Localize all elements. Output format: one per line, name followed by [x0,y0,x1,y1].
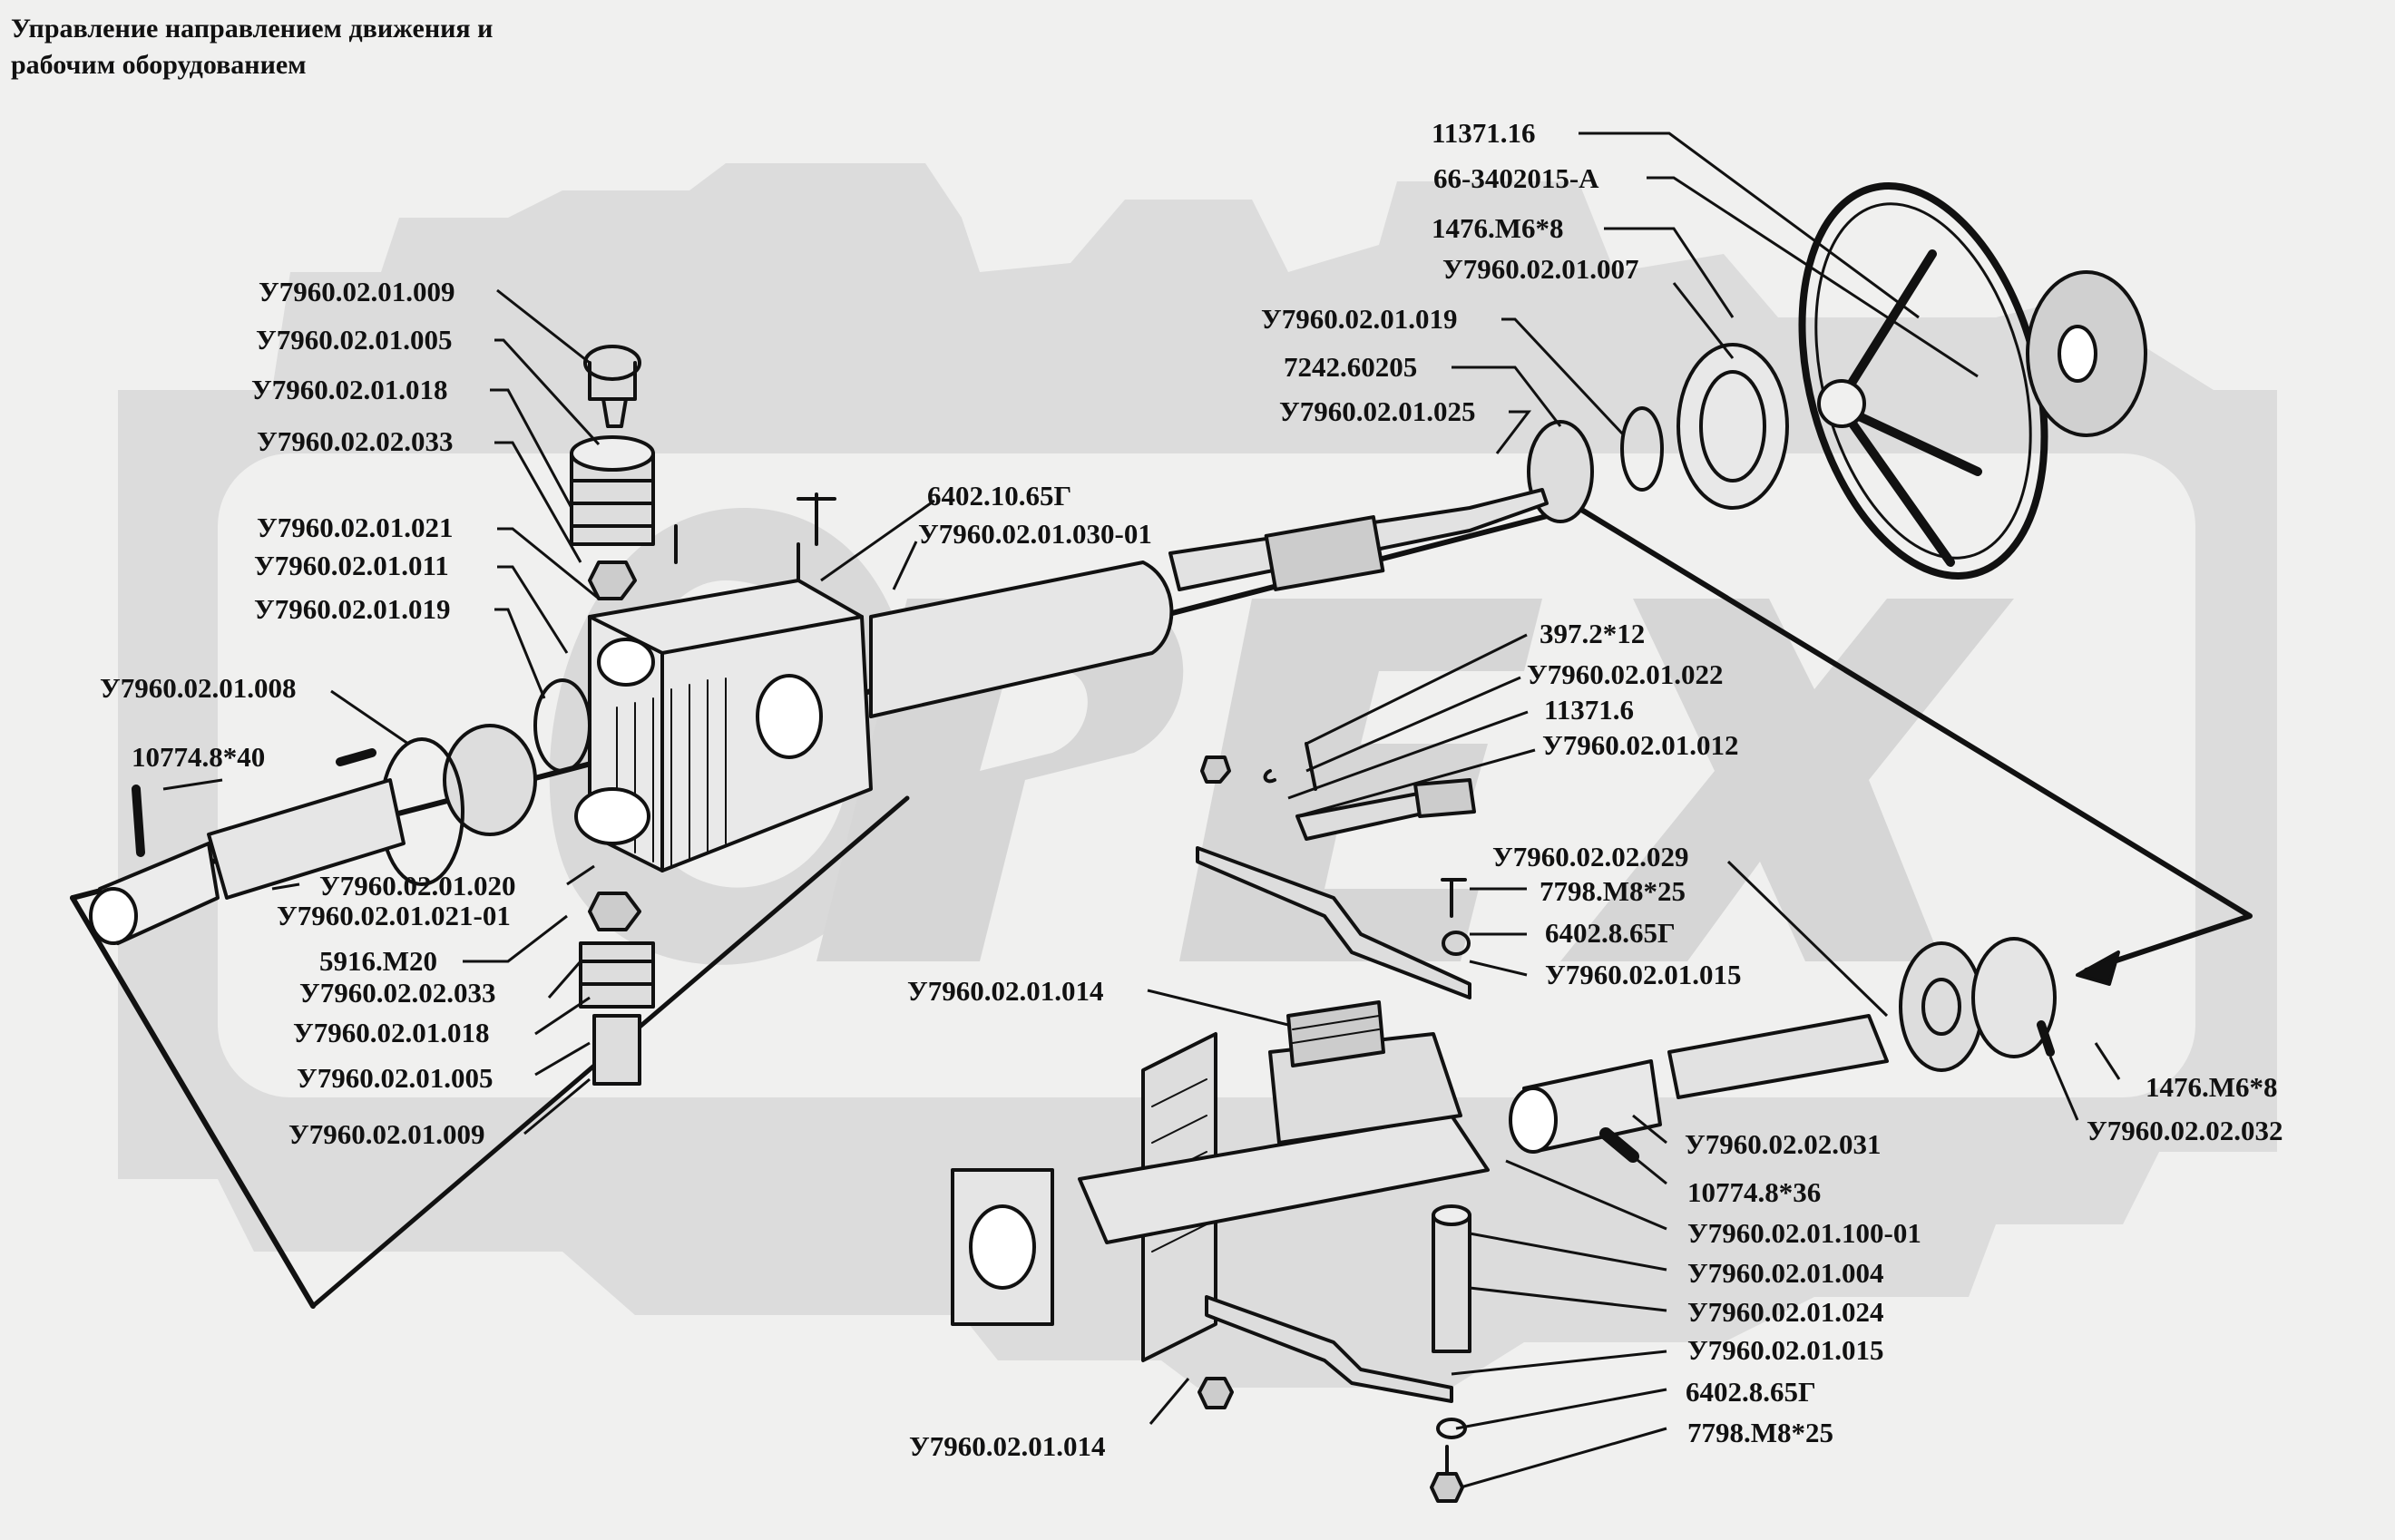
part-label-u7960-02-01-018-top: У7960.02.01.018 [251,374,448,405]
part-label-10774-8x40: 10774.8*40 [132,741,266,773]
part-label-u7960-02-02-031: У7960.02.02.031 [1685,1128,1882,1160]
part-label-u7960-02-01-008: У7960.02.01.008 [100,672,297,704]
part-label-u7960-02-01-021: У7960.02.01.021 [257,512,454,543]
part-label-6402-8-65g-bottom: 6402.8.65Г [1686,1376,1816,1408]
part-label-7798-m8x25-bottom: 7798.М8*25 [1687,1417,1834,1448]
part-label-u7960-02-01-005-bottom: У7960.02.01.005 [297,1062,494,1094]
part-label-u7960-02-01-012: У7960.02.01.012 [1542,729,1739,761]
watermark-letter-x [1560,599,2014,961]
part-label-66-3402015-a: 66-3402015-А [1433,162,1599,194]
part-label-u7960-02-01-019-top: У7960.02.01.019 [1261,303,1458,335]
part-label-u7960-02-01-022: У7960.02.01.022 [1527,658,1724,690]
part-label-u7960-02-02-033-bottom: У7960.02.02.033 [299,977,496,1009]
part-label-u7960-02-01-005-top: У7960.02.01.005 [256,324,453,356]
middle-lever-assembly [1196,742,1476,999]
bearing-left [443,724,537,836]
part-label-u7960-02-01-014-mid: У7960.02.01.014 [907,975,1104,1007]
part-label-u7960-02-01-011: У7960.02.01.011 [254,550,449,581]
part-label-1476-m6x8-right: 1476.М6*8 [2146,1071,2278,1103]
part-label-u7960-02-01-021-01: У7960.02.01.021-01 [277,900,511,931]
column-tube [869,560,1174,718]
part-label-u7960-02-01-025: У7960.02.01.025 [1279,395,1476,427]
lower-shaft-assembly [951,937,2057,1503]
leader-lines [162,132,2121,1489]
line-art [70,182,2253,1503]
part-label-u7960-02-02-032: У7960.02.02.032 [2087,1115,2283,1146]
universal-joint [89,778,406,945]
part-label-u7960-02-01-024: У7960.02.01.024 [1687,1296,1884,1328]
pin-10774-8x40 [132,785,145,857]
washer [1620,406,1664,492]
part-label-397-2x12: 397.2*12 [1540,618,1646,649]
part-label-1476-m6x8: 1476.М6*8 [1432,212,1564,244]
bearing-housing [1676,343,1789,510]
arrow-head-icon [2076,950,2120,986]
part-label-11371-16: 11371.16 [1432,117,1536,149]
part-label-7242-60205: 7242.60205 [1284,351,1418,383]
part-label-6402-8-65g-mid: 6402.8.65Г [1545,917,1676,949]
part-label-u7960-02-02-033-top: У7960.02.02.033 [257,425,454,457]
part-label-u7960-02-01-014-bottom: У7960.02.01.014 [909,1430,1106,1462]
diagram-title: Управление направлением движения и рабоч… [11,14,494,80]
top-stud-assembly [570,345,836,600]
part-label-10774-8x36: 10774.8*36 [1687,1176,1822,1208]
part-label-u7960-02-01-030-01: У7960.02.01.030-01 [918,518,1152,550]
part-label-u7960-02-01-007: У7960.02.01.007 [1442,253,1639,285]
part-label-6402-10-65g: 6402.10.65Г [927,480,1072,512]
part-label-u7960-02-01-019-left: У7960.02.01.019 [254,593,451,625]
part-label-11371-6: 11371.6 [1544,694,1635,726]
part-label-u7960-02-01-015-mid: У7960.02.01.015 [1545,959,1742,990]
part-label-u7960-02-01-009-top: У7960.02.01.009 [259,276,455,307]
washer-left [533,678,591,773]
part-label-u7960-02-01-100-01: У7960.02.01.100-01 [1687,1217,1921,1249]
part-label-u7960-02-02-029: У7960.02.02.029 [1492,841,1689,872]
part-label-5916-m20: 5916.М20 [319,945,438,977]
part-label-u7960-02-01-009-bottom: У7960.02.01.009 [288,1118,485,1150]
part-label-u7960-02-01-018-bottom: У7960.02.01.018 [293,1017,490,1048]
part-label-7798-m8x25-mid: 7798.М8*25 [1540,875,1686,907]
part-label-u7960-02-01-015-bottom: У7960.02.01.015 [1687,1334,1884,1366]
bottom-stud-assembly [579,892,655,1086]
part-label-u7960-02-01-020: У7960.02.01.020 [319,870,516,902]
steering-wheel [1798,182,2147,580]
assembly-outline-frame-lower [70,895,316,1309]
part-label-u7960-02-01-004: У7960.02.01.004 [1687,1257,1884,1289]
watermark-letter-e [1179,599,1542,961]
